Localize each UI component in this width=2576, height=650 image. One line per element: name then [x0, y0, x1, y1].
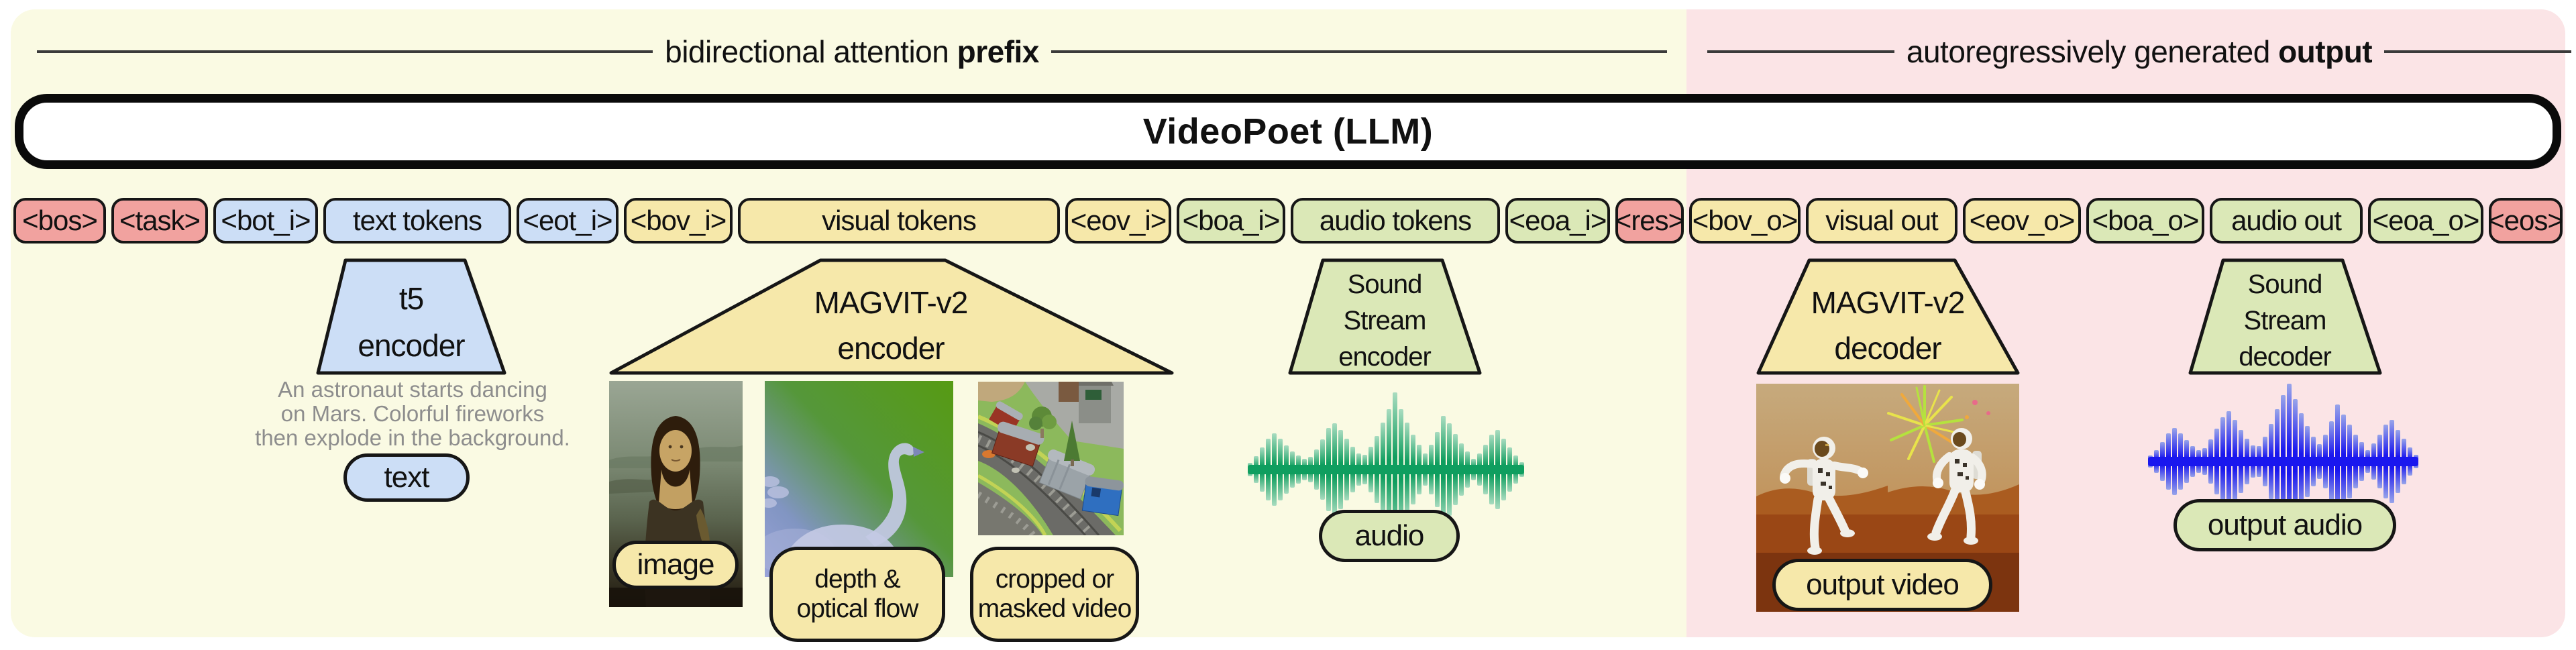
token: <res>	[1615, 198, 1684, 243]
svg-text:MAGVIT-v2: MAGVIT-v2	[1811, 285, 1965, 320]
output-header-label: autoregressively generated output	[1906, 34, 2373, 69]
header-line	[2384, 50, 2571, 53]
token: <eot_i>	[517, 198, 619, 243]
llm-title: VideoPoet (LLM)	[1142, 111, 1434, 152]
token: <bov_i>	[624, 198, 733, 243]
magvit-decoder-trapezoid	[1756, 258, 2020, 375]
cropped-masked-video-image	[978, 382, 1124, 535]
output-audio-waveform	[2148, 381, 2418, 542]
text-label-pill: text	[343, 453, 470, 502]
token: <eov_o>	[1963, 198, 2081, 243]
token: audio out	[2210, 198, 2363, 243]
caption-line: on Mars. Colorful fireworks	[280, 401, 545, 426]
output-section-header: autoregressively generated output	[1707, 34, 2571, 70]
svg-text:encoder: encoder	[837, 331, 945, 366]
token: <bot_i>	[213, 198, 318, 243]
magvit-decoder-shape: MAGVIT-v2 decoder	[1756, 258, 2020, 375]
token: <task>	[111, 198, 208, 243]
soundstream-decoder-trapezoid	[2188, 258, 2382, 375]
llm-bar: VideoPoet (LLM)	[15, 94, 2561, 169]
svg-text:Stream: Stream	[2244, 306, 2326, 335]
token: visual out	[1806, 198, 1957, 243]
magvit-encoder-triangle	[609, 258, 1174, 375]
caption-line: An astronaut starts dancing	[278, 377, 547, 402]
token: <boa_i>	[1177, 198, 1285, 243]
token: visual tokens	[738, 198, 1060, 243]
svg-text:encoder: encoder	[1338, 342, 1431, 372]
soundstream-decoder-shape: Sound Stream decoder	[2188, 258, 2382, 375]
svg-text:Stream: Stream	[1344, 306, 1426, 335]
token: <bos>	[13, 198, 106, 243]
token: audio tokens	[1291, 198, 1500, 243]
depth-optical-flow-label-pill: depth &optical flow	[769, 547, 945, 642]
soundstream-encoder-trapezoid	[1288, 258, 1482, 375]
token: <bov_o>	[1689, 198, 1801, 243]
prompt-caption: An astronaut starts dancing on Mars. Col…	[181, 378, 644, 450]
header-line	[1051, 50, 1667, 53]
token: <eoa_o>	[2368, 198, 2483, 243]
t5-encoder-trapezoid	[316, 258, 506, 375]
magvit-encoder-shape: MAGVIT-v2 encoder	[609, 258, 1174, 375]
token: <eoa_i>	[1505, 198, 1610, 243]
svg-text:decoder: decoder	[1834, 331, 1941, 366]
token: <boa_o>	[2086, 198, 2204, 243]
t5-encoder-shape: t5 encoder	[316, 258, 506, 375]
svg-text:MAGVIT-v2: MAGVIT-v2	[814, 285, 968, 320]
prefix-section-header: bidirectional attention prefix	[37, 34, 1667, 70]
header-line	[1707, 50, 1894, 53]
svg-text:t5: t5	[399, 281, 423, 316]
token: <eos>	[2488, 198, 2564, 243]
soundstream-encoder-shape: Sound Stream encoder	[1288, 258, 1482, 375]
svg-text:encoder: encoder	[358, 328, 465, 363]
svg-text:Sound: Sound	[2248, 270, 2322, 299]
token: text tokens	[323, 198, 511, 243]
header-line	[37, 50, 653, 53]
output-video-label-pill: output video	[1772, 559, 1992, 611]
prefix-header-label: bidirectional attention prefix	[665, 34, 1039, 69]
svg-text:decoder: decoder	[2239, 342, 2331, 372]
token: <eov_i>	[1065, 198, 1171, 243]
caption-line: then explode in the background.	[255, 425, 570, 450]
audio-waveform	[1248, 389, 1524, 550]
image-label-pill: image	[612, 541, 739, 589]
audio-label-pill: audio	[1319, 510, 1460, 562]
svg-text:Sound: Sound	[1348, 270, 1422, 299]
output-audio-label-pill: output audio	[2174, 499, 2396, 551]
